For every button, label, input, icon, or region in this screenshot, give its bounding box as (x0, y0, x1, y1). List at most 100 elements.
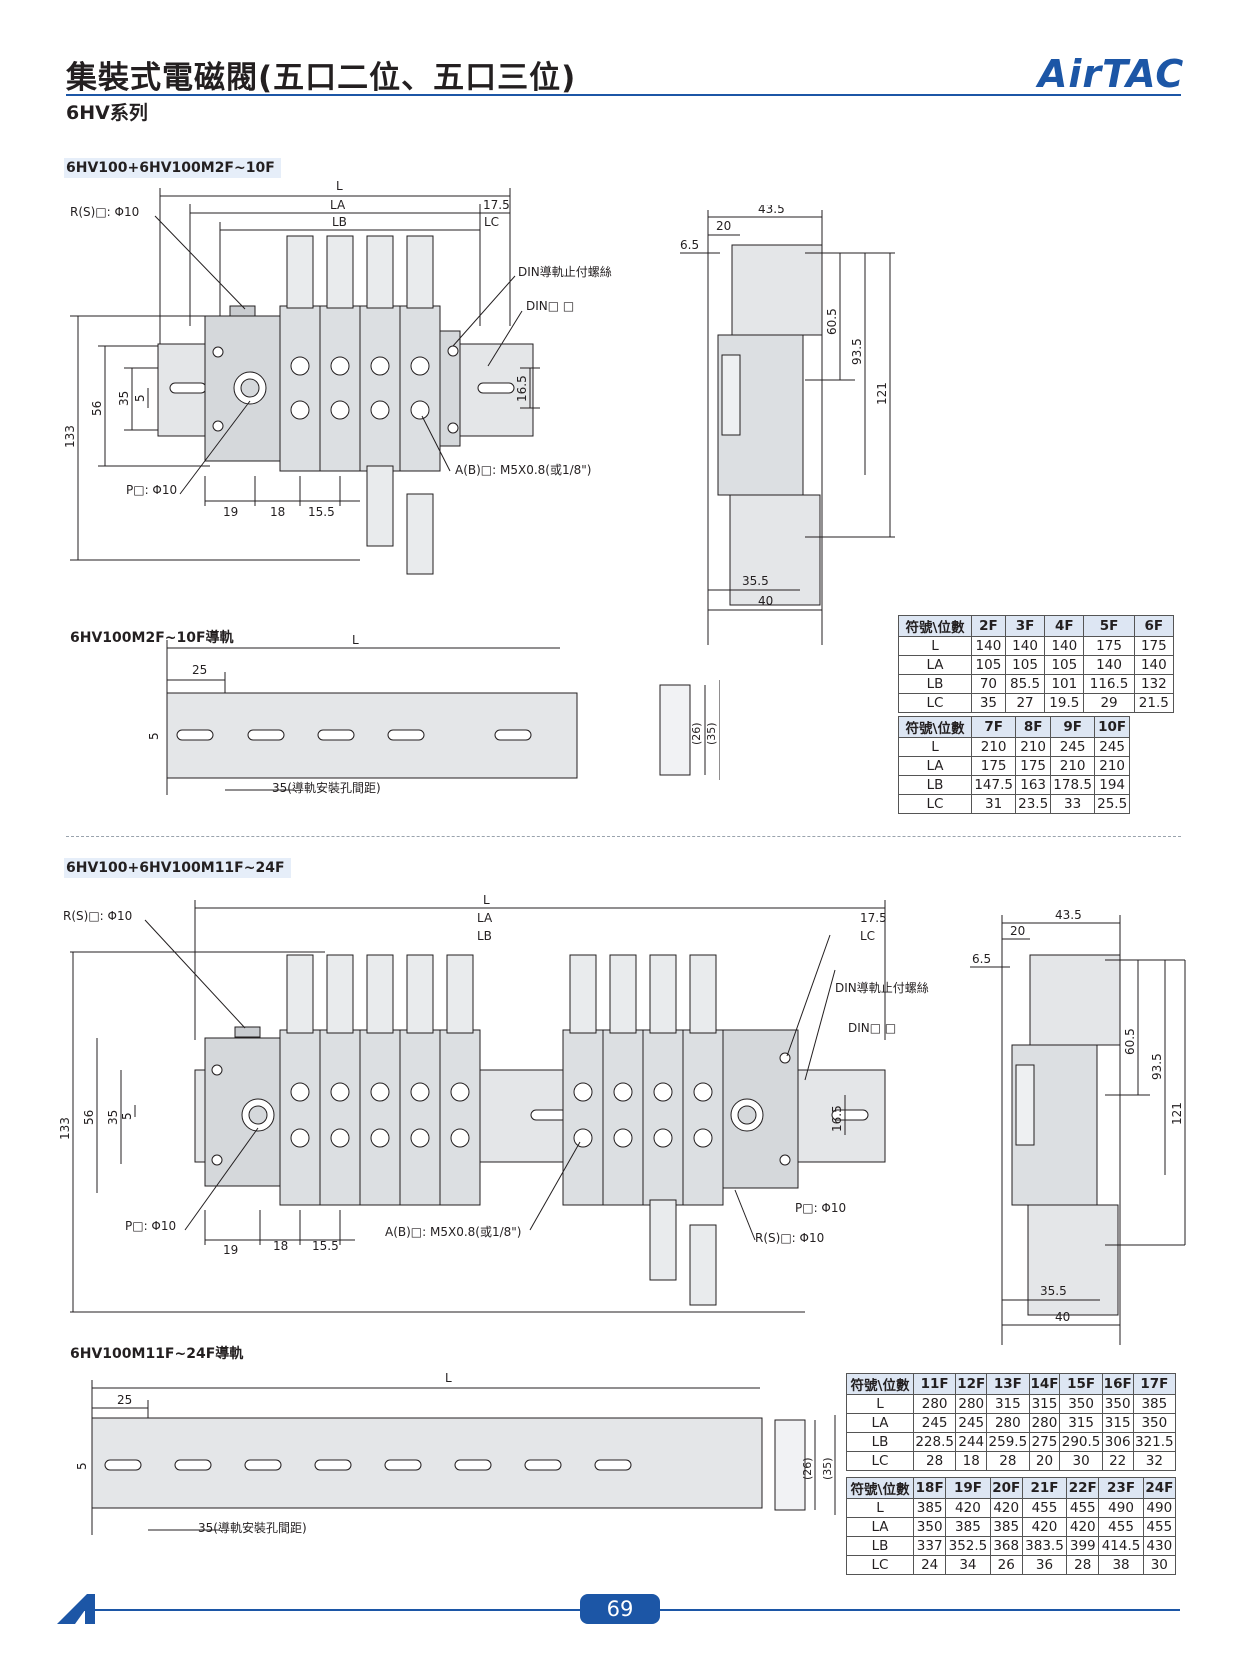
table-row: LA 245 245 280 280 315 315 350 (846, 1413, 1177, 1433)
dim-19: 19 (223, 505, 238, 519)
table-head: 7F (970, 716, 1017, 738)
table-cell: 21.5 (1133, 693, 1175, 713)
table-row: LC 24 34 26 36 28 38 30 (846, 1555, 1177, 1575)
dim-133: 133 (63, 425, 77, 448)
dim-19: 19 (223, 1243, 238, 1257)
table-cell: 33 (1049, 794, 1096, 814)
section1-label: 6HV100+6HV100M2F~10F (64, 158, 281, 178)
table-cell: 20 (1028, 1451, 1061, 1471)
page-number: 69 (580, 1594, 660, 1624)
dim-133: 133 (58, 1117, 72, 1140)
table-head: 21F (1021, 1477, 1068, 1499)
table-row: L 210 210 245 245 (898, 737, 1130, 757)
table-cell: LC (898, 693, 972, 713)
table-cell: 140 (1133, 655, 1175, 675)
side-dim-43-5: 43.5 (1055, 908, 1082, 922)
rail1-26: (26) (690, 722, 703, 745)
table-head: 19F (945, 1477, 991, 1499)
table-cell: 368 (989, 1536, 1023, 1556)
label-rs-right: R(S)□: Φ10 (755, 1231, 824, 1245)
table-cell: 315 (1059, 1413, 1103, 1433)
table-cell: LA (898, 655, 972, 675)
label-rs: R(S)□: Φ10 (63, 909, 132, 923)
table-cell: 383.5 (1021, 1536, 1068, 1556)
table-cell: 32 (1132, 1451, 1177, 1471)
dim-17-5: 17.5 (860, 911, 887, 925)
side-dim-20: 20 (716, 219, 731, 233)
table-cell: 210 (1049, 756, 1096, 776)
section2-table1: 符號\位數 11F 12F 13F 14F 15F 16F 17F L 280 … (846, 1373, 1177, 1471)
label-din-screw: DIN導軌止付螺絲 (835, 980, 929, 995)
table-cell: L (846, 1498, 914, 1518)
table-cell: 175 (1083, 636, 1135, 656)
table-row: L 280 280 315 315 350 350 385 (846, 1394, 1177, 1414)
table-cell: 455 (1021, 1498, 1068, 1518)
section2-front-view: L LA LB 17.5 LC R(S)□: Φ10 P□: Φ10 A(B)□… (58, 893, 929, 1313)
table-head: 符號\位數 (846, 1477, 914, 1499)
table-cell: 399 (1066, 1536, 1100, 1556)
table-cell: 35 (971, 693, 1006, 713)
table-head: 9F (1049, 716, 1096, 738)
table-head: 14F (1028, 1373, 1061, 1395)
page-title: 集裝式電磁閥(五口二位、五口三位) (66, 60, 577, 96)
table-row: LA 105 105 105 140 140 (898, 655, 1175, 675)
side-dim-40: 40 (1055, 1310, 1070, 1324)
table-cell: 430 (1142, 1536, 1177, 1556)
side-dim-6-5: 6.5 (680, 238, 699, 252)
table-cell: 22 (1101, 1451, 1134, 1471)
section2-table2: 符號\位數 18F 19F 20F 21F 22F 23F 24F L 385 … (846, 1477, 1177, 1575)
side-dim-121: 121 (1170, 1102, 1184, 1125)
table-cell: L (846, 1394, 914, 1414)
table-cell: 455 (1098, 1517, 1144, 1537)
rail2-5: 5 (75, 1462, 89, 1470)
table-cell: 175 (1133, 636, 1175, 656)
table-row: LB 147.5 163 178.5 194 (898, 775, 1130, 795)
rail1-25: 25 (192, 663, 207, 677)
label-din: DIN□ □ (848, 1021, 896, 1035)
table-cell: 290.5 (1059, 1432, 1103, 1452)
table-cell: LA (846, 1413, 914, 1433)
table-cell: 140 (971, 636, 1006, 656)
side-dim-35-5: 35.5 (1040, 1284, 1067, 1298)
table-row: LA 175 175 210 210 (898, 756, 1130, 776)
table-cell: 315 (986, 1394, 1030, 1414)
table-cell: 105 (1004, 655, 1046, 675)
section1-rail-label: 6HV100M2F~10F導軌 (70, 630, 234, 646)
label-ab: A(B)□: M5X0.8(或1/8") (385, 1225, 522, 1239)
rail2-pitch: 35(導軌安裝孔間距) (198, 1520, 307, 1535)
table-head: 符號\位數 (898, 615, 972, 637)
table-cell: 414.5 (1098, 1536, 1144, 1556)
table-head: 13F (986, 1373, 1030, 1395)
table-cell: 385 (1132, 1394, 1177, 1414)
dim-LB: LB (332, 215, 347, 229)
table-cell: 280 (1028, 1413, 1061, 1433)
table-cell: 210 (1015, 737, 1051, 757)
table-cell: 38 (1098, 1555, 1144, 1575)
dim-15-5: 15.5 (308, 505, 335, 519)
section-divider (66, 836, 1181, 837)
side-dim-40: 40 (758, 594, 773, 608)
table-cell: 315 (1101, 1413, 1134, 1433)
table-row: LA 350 385 385 420 420 455 455 (846, 1517, 1177, 1537)
section1-table2: 符號\位數 7F 8F 9F 10F L 210 210 245 245 LA … (898, 716, 1130, 814)
table-head: 8F (1015, 716, 1051, 738)
table-row: LB 337 352.5 368 383.5 399 414.5 430 (846, 1536, 1177, 1556)
table-cell: 420 (1066, 1517, 1100, 1537)
table-cell: L (898, 737, 972, 757)
table-cell: 385 (989, 1517, 1023, 1537)
table-cell: 163 (1015, 775, 1051, 795)
dim-16-5: 16.5 (830, 1105, 844, 1132)
table-head: 20F (989, 1477, 1023, 1499)
rail1-5: 5 (147, 732, 161, 740)
table-cell: 26 (989, 1555, 1023, 1575)
rail2-L: L (445, 1371, 452, 1385)
table-cell: 19.5 (1044, 693, 1085, 713)
dim-16-5: 16.5 (515, 375, 529, 402)
dim-56: 56 (90, 401, 104, 416)
table-cell: 25.5 (1094, 794, 1130, 814)
table-cell: 116.5 (1083, 674, 1135, 694)
table-cell: LB (846, 1536, 914, 1556)
rail2-35: (35) (821, 1457, 834, 1480)
table-cell: 36 (1021, 1555, 1068, 1575)
table-cell: 140 (1044, 636, 1085, 656)
